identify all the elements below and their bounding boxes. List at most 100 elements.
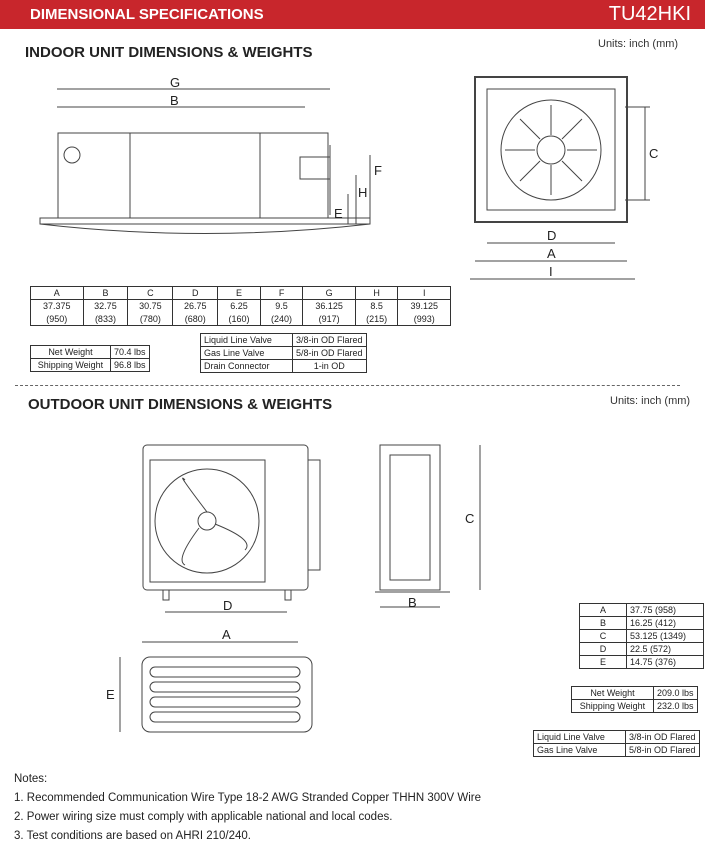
cell: (993) xyxy=(397,312,451,326)
dim-label-c: C xyxy=(465,511,474,526)
cell: 3/8-in OD Flared xyxy=(292,333,367,347)
cell: Shipping Weight xyxy=(30,358,111,372)
cell: Drain Connector xyxy=(200,359,293,373)
header-cell: E xyxy=(217,286,261,300)
header-cell: D xyxy=(172,286,219,300)
cell: Gas Line Valve xyxy=(533,743,626,757)
cell: D xyxy=(579,642,627,656)
header-cell: C xyxy=(127,286,174,300)
dim-label-b: B xyxy=(170,93,179,108)
cell: 32.75 xyxy=(82,299,129,313)
cell: 22.5 (572) xyxy=(626,642,704,656)
header-title: DIMENSIONAL SPECIFICATIONS xyxy=(30,6,264,23)
header-cell: B xyxy=(82,286,129,300)
cell: 14.75 (376) xyxy=(626,655,704,669)
dim-label-c: C xyxy=(649,146,658,161)
dim-label-e: E xyxy=(106,687,115,702)
cell: 36.125 xyxy=(302,299,356,313)
cell: 30.75 xyxy=(127,299,174,313)
cell: (215) xyxy=(354,312,399,326)
indoor-units-label: Units: inch (mm) xyxy=(598,38,679,50)
header-cell: I xyxy=(397,286,451,300)
cell: 26.75 xyxy=(172,299,219,313)
dim-label-g: G xyxy=(170,75,180,90)
cell: Net Weight xyxy=(571,686,654,700)
header-cell: F xyxy=(259,286,304,300)
cell: (917) xyxy=(302,312,356,326)
header-cell: A xyxy=(30,286,84,300)
cell: (833) xyxy=(82,312,129,326)
outdoor-units-label: Units: inch (mm) xyxy=(610,395,691,407)
model-number: TU42HKI xyxy=(608,3,691,25)
note-item: 2. Power wiring size must comply with ap… xyxy=(14,811,393,823)
header-bar: DIMENSIONAL SPECIFICATIONS TU42HKI xyxy=(0,0,705,29)
cell: (780) xyxy=(127,312,174,326)
table-row: (950)(833)(780)(680)(160)(240)(917)(215)… xyxy=(30,312,451,326)
dim-label-b: B xyxy=(408,595,417,610)
cell: 232.0 lbs xyxy=(653,699,698,713)
cell: (160) xyxy=(217,312,261,326)
header-cell: G xyxy=(302,286,356,300)
cell: 39.125 xyxy=(397,299,451,313)
cell: 6.25 xyxy=(217,299,261,313)
cell: 5/8-in OD Flared xyxy=(625,743,700,757)
outdoor-side-drawing: C B xyxy=(375,444,481,610)
note-item: 1. Recommended Communication Wire Type 1… xyxy=(14,792,482,804)
cell: 37.375 xyxy=(30,299,84,313)
cell: Shipping Weight xyxy=(571,699,654,713)
cell: 70.4 lbs xyxy=(110,345,150,359)
cell: 53.125 (1349) xyxy=(626,629,704,643)
cell: 3/8-in OD Flared xyxy=(625,730,700,744)
cell: 5/8-in OD Flared xyxy=(292,346,367,360)
cell: 16.25 (412) xyxy=(626,616,704,630)
cell: 8.5 xyxy=(354,299,399,313)
cell: Liquid Line Valve xyxy=(200,333,293,347)
indoor-section-title: INDOOR UNIT DIMENSIONS & WEIGHTS xyxy=(25,44,313,61)
cell: A xyxy=(579,603,627,617)
cell: Gas Line Valve xyxy=(200,346,293,360)
cell: 37.75 (958) xyxy=(626,603,704,617)
cell: 96.8 lbs xyxy=(110,358,150,372)
dim-label-h: H xyxy=(358,185,367,200)
cell: Liquid Line Valve xyxy=(533,730,626,744)
notes-heading: Notes: xyxy=(14,773,48,785)
dim-label-a: A xyxy=(222,627,231,642)
outdoor-top-drawing: A E xyxy=(106,627,313,733)
cell: (950) xyxy=(30,312,84,326)
note-item: 3. Test conditions are based on AHRI 210… xyxy=(14,830,251,842)
dim-label-f: F xyxy=(374,163,382,178)
cell: Net Weight xyxy=(30,345,111,359)
dim-label-d: D xyxy=(223,598,232,613)
dim-label-e: E xyxy=(334,206,343,221)
dim-label-a: A xyxy=(547,246,556,261)
cell: 9.5 xyxy=(259,299,304,313)
cell: C xyxy=(579,629,627,643)
header-cell: H xyxy=(354,286,399,300)
notes: Notes: 1. Recommended Communication Wire… xyxy=(14,770,481,846)
cell: B xyxy=(579,616,627,630)
cell: E xyxy=(579,655,627,669)
cell: (240) xyxy=(259,312,304,326)
cell: 209.0 lbs xyxy=(653,686,698,700)
indoor-bottom-drawing: C D A I xyxy=(470,76,658,280)
